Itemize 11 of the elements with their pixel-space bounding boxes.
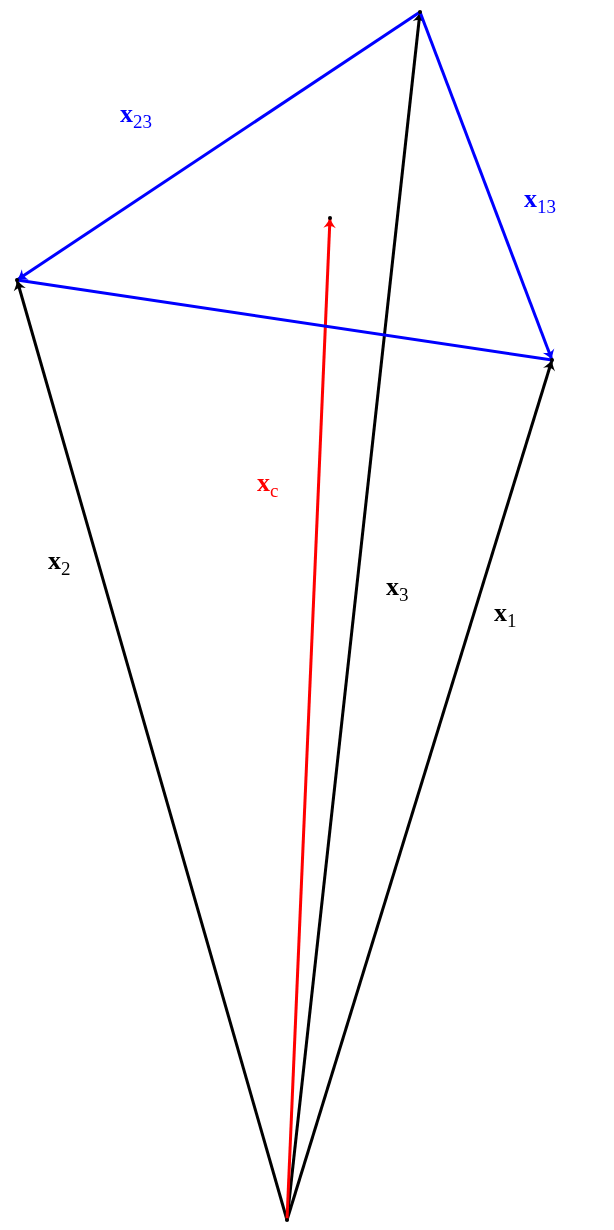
- vector-label: x$_{c}$: [257, 470, 279, 501]
- vector-endpoint: [328, 216, 332, 220]
- vector-label: x$_{1}$: [494, 600, 517, 631]
- vector-label: x$_{13}$: [524, 186, 556, 217]
- vector-label: x$_{3}$: [386, 574, 409, 605]
- vector-label: x$_{2}$: [48, 548, 71, 579]
- vector-label: x$_{23}$: [120, 101, 152, 132]
- vector-endpoint: [285, 1218, 289, 1222]
- vector-endpoint: [15, 278, 19, 282]
- vector-endpoint: [550, 358, 554, 362]
- vector-endpoint: [418, 10, 422, 14]
